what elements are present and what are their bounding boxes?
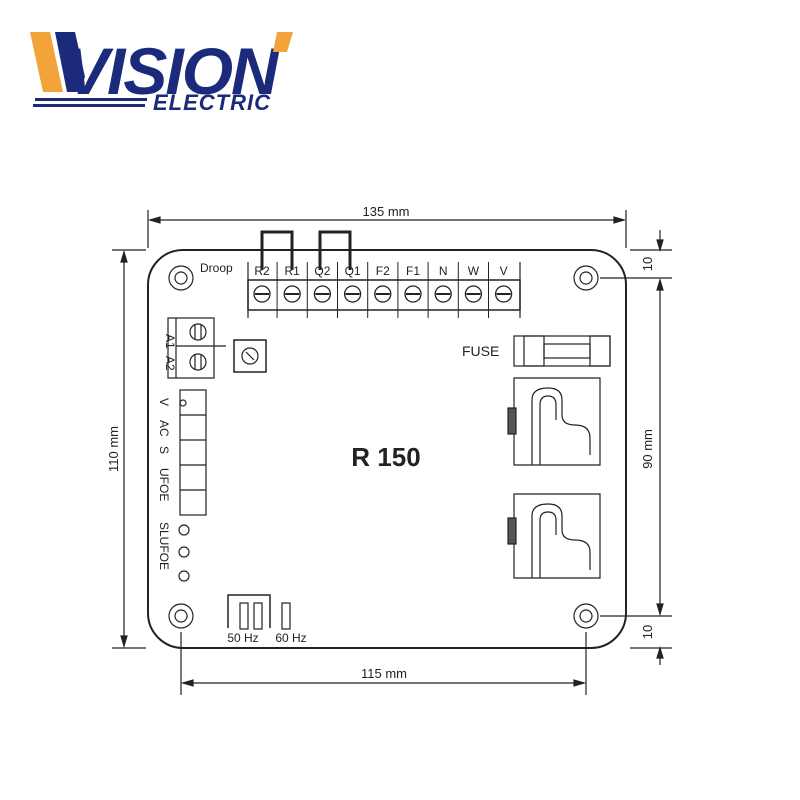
terminal-label: W [468, 264, 480, 278]
terminal-w: W [457, 262, 483, 318]
terminal-label: F1 [406, 264, 420, 278]
terminal-label-a2: A2 [163, 356, 177, 371]
terminal-label: R2 [254, 264, 270, 278]
dim-width-top: 135 mm [363, 204, 410, 219]
terminal-r1: R1 [276, 262, 301, 318]
pot-label-ufoe: UFOE [157, 468, 171, 501]
terminal-label-a1: A1 [163, 334, 177, 349]
logo-brand: VISION [65, 34, 280, 108]
terminal-f1: F1 [397, 262, 422, 318]
terminal-n: N [427, 262, 452, 318]
terminal-q2: Q2 [306, 262, 332, 318]
terminal-f2: F2 [367, 262, 392, 318]
dim-offset-top: 10 [640, 257, 655, 271]
pot-label-s: S [157, 446, 171, 454]
dim-offset-bottom: 10 [640, 625, 655, 639]
terminal-v: V [488, 262, 513, 318]
dim-height-left: 110 mm [106, 426, 121, 472]
terminal-q1: Q1 [337, 262, 362, 318]
terminal-label: Q1 [345, 264, 361, 278]
terminal-label: V [500, 264, 508, 278]
terminal-r2: R2 [253, 264, 271, 303]
terminal-label: N [439, 264, 448, 278]
pot-label-v: V [157, 398, 171, 406]
terminal-label: Q2 [314, 264, 330, 278]
model-label: R 150 [351, 442, 420, 472]
logo-sub: ELECTRIC [153, 90, 271, 115]
freq-label-60: 60 Hz [275, 631, 306, 645]
freq-label-50: 50 Hz [227, 631, 258, 645]
led-label: SLUFOE [157, 522, 171, 570]
terminal-label: R1 [285, 264, 301, 278]
fuse-label: FUSE [462, 343, 499, 359]
terminal-label: F2 [376, 264, 390, 278]
droop-label: Droop [200, 261, 233, 275]
pot-label-ac: AC [157, 420, 171, 437]
dim-width-bottom: 115 mm [361, 666, 407, 681]
dim-height-right: 90 mm [640, 429, 655, 469]
vision-electric-logo: VISION ELECTRIC [30, 32, 293, 115]
